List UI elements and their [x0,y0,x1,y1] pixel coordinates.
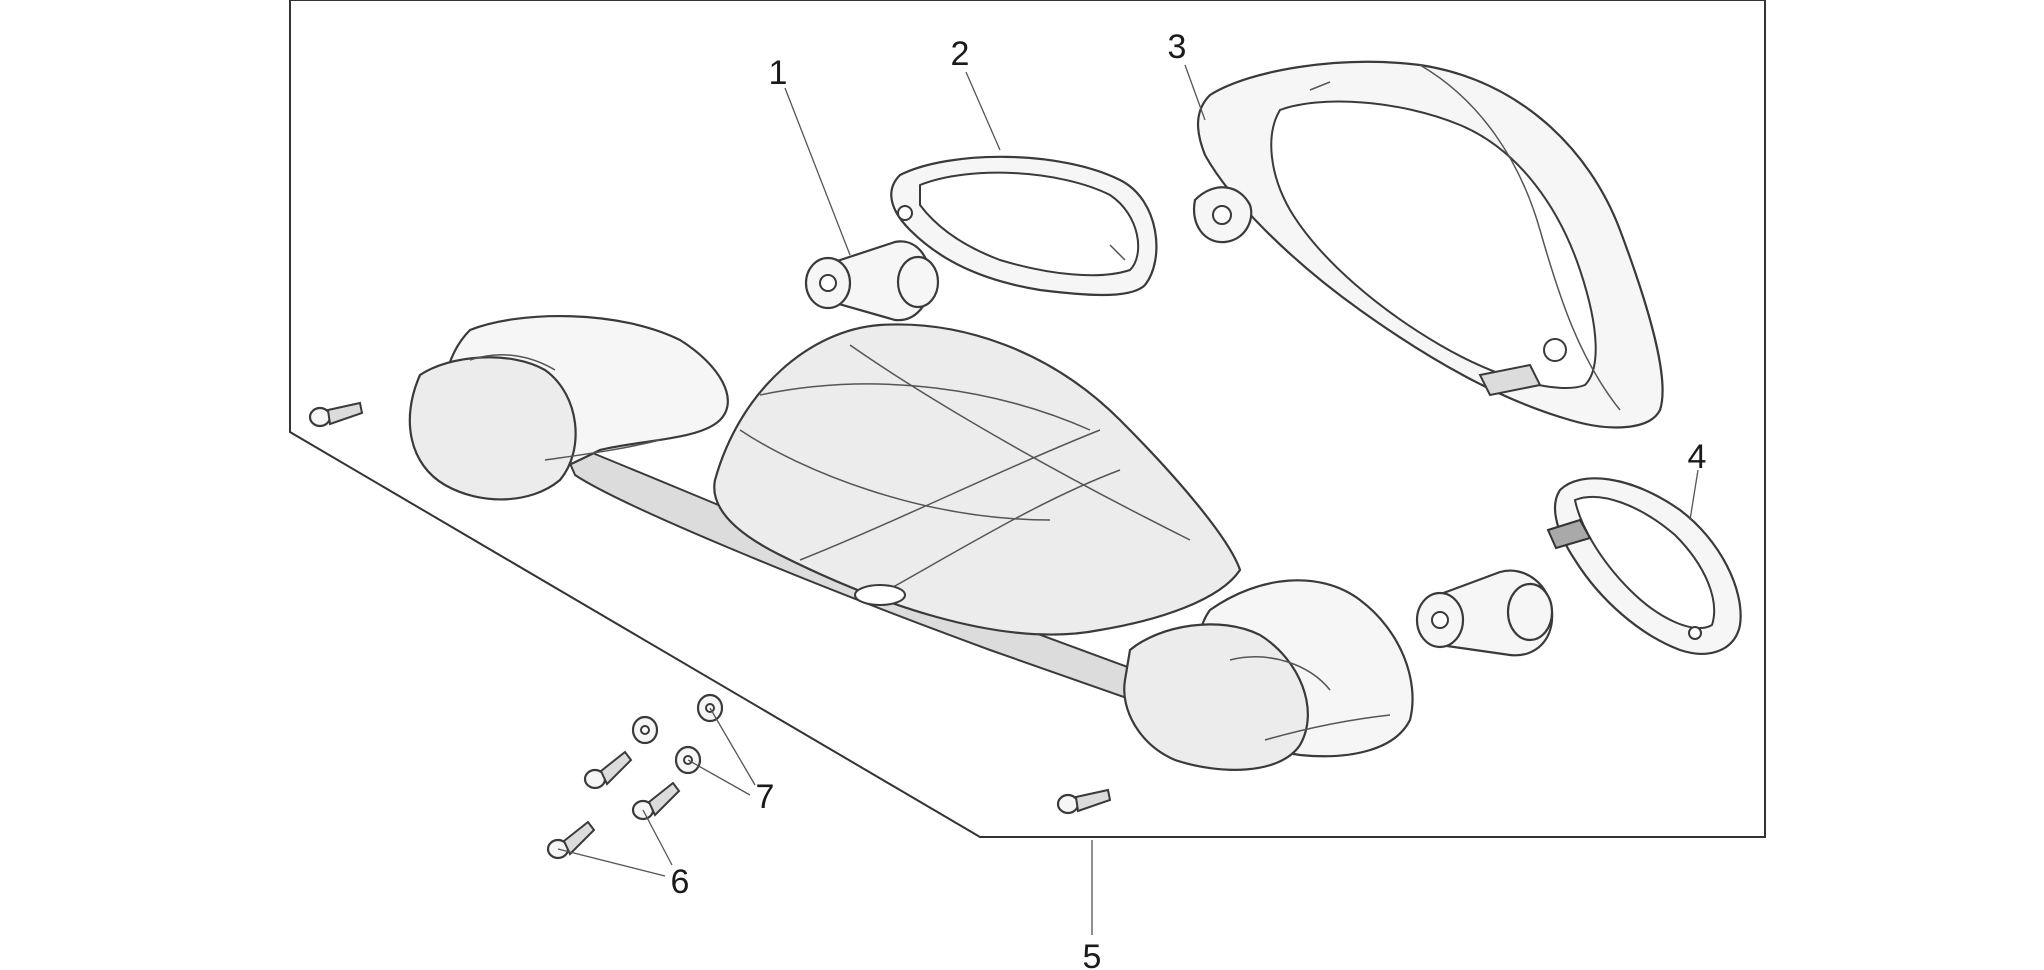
bulb-upper [804,240,940,322]
lens-rim-upper [890,155,1158,297]
bulb-lower [1415,569,1554,657]
leader-6a [557,848,666,877]
part-label-6: 6 [671,863,690,901]
part-label-1: 1 [769,54,788,92]
leader-1 [784,87,851,256]
indicator-cover [1192,60,1664,429]
assembly-frame [289,0,1766,838]
screw-left-mount [308,401,364,428]
part-label-3: 3 [1168,28,1187,66]
screw-b [631,781,681,821]
leader-7b [709,707,756,786]
part-label-7: 7 [756,778,775,816]
leader-6b [642,809,673,866]
screw-right-mount [1056,788,1112,815]
washer-a [631,715,659,745]
leader-3 [1184,64,1206,121]
lens-rim-lower [1546,477,1742,655]
indicator-main-body [408,314,1414,771]
part-label-2: 2 [951,35,970,73]
leader-7a [687,759,751,796]
part-label-5: 5 [1083,938,1102,970]
leader-2 [965,71,1001,151]
screw-a [583,750,633,790]
part-label-4: 4 [1688,438,1707,476]
leader-4 [1689,469,1699,521]
